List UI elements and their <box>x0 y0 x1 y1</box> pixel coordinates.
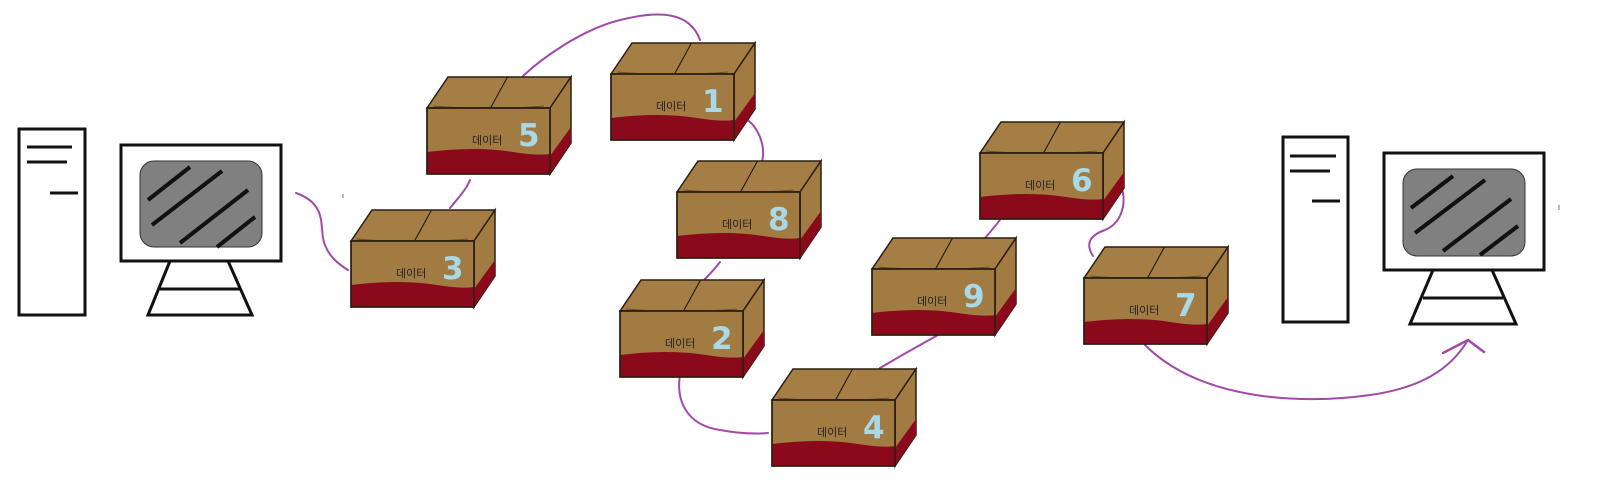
box-side-band <box>1103 172 1124 219</box>
route-segment-7-receiver <box>1144 339 1469 401</box>
packet-label: 데이터 <box>1129 304 1159 317</box>
tower-icon <box>1281 135 1350 324</box>
lid-seam <box>1146 246 1166 279</box>
stray-marks <box>342 194 1560 210</box>
packets-layer: 데이터 3 데이터 5 데이터 1 데이터 8 데이터 2 데이터 4 데이터 9 데이터 6 데이터 7 <box>349 40 1230 469</box>
lid-seam <box>834 368 854 401</box>
packet-number: 2 <box>711 321 733 357</box>
box-side-band <box>550 127 571 174</box>
route-segment-9-6 <box>984 216 1003 239</box>
packet-label: 데이터 <box>656 100 686 113</box>
packet-label: 데이터 <box>472 134 502 147</box>
packet-box-2: 데이터 2 <box>618 277 766 380</box>
box-front-outline <box>979 152 1104 220</box>
box-front-band <box>677 233 800 258</box>
box-side-band <box>474 260 495 307</box>
packet-number: 8 <box>768 202 790 238</box>
box-side-band <box>800 211 821 258</box>
box-front-outline <box>1083 277 1208 345</box>
box-front-outline <box>426 107 551 175</box>
tower-icon <box>17 127 87 317</box>
route-segment-1-8 <box>742 116 764 163</box>
box-side-band <box>995 288 1016 335</box>
route-segment-5-1 <box>522 13 701 77</box>
route-path <box>295 13 1486 435</box>
box-front-outline <box>619 310 744 378</box>
route-segment-4-9 <box>879 334 939 369</box>
lid-seam <box>673 42 693 75</box>
packet-label: 데이터 <box>917 295 947 308</box>
box-front-outline <box>871 268 996 336</box>
box-side-band <box>895 419 916 466</box>
box-front-band <box>620 352 743 377</box>
destination-computer <box>1281 135 1546 326</box>
route-segment-3-5 <box>449 179 471 209</box>
box-front-outline <box>610 73 735 141</box>
lid-seam <box>739 160 759 193</box>
packet-box-3: 데이터 3 <box>349 207 497 310</box>
packet-label: 데이터 <box>722 218 752 231</box>
box-front-band <box>772 441 895 466</box>
packet-number: 6 <box>1071 163 1093 199</box>
box-side-band <box>734 93 755 140</box>
lid-seam <box>489 76 509 109</box>
packet-number: 5 <box>518 118 540 154</box>
packet-box-5: 데이터 5 <box>425 74 573 177</box>
box-front-band <box>351 282 474 307</box>
arrowhead <box>1441 338 1486 355</box>
packet-box-8: 데이터 8 <box>675 158 823 261</box>
box-front-outline <box>771 399 896 467</box>
route-segment-sender-3 <box>295 192 349 271</box>
packet-box-6: 데이터 6 <box>978 119 1126 222</box>
packet-label: 데이터 <box>1025 179 1055 192</box>
packet-number: 9 <box>963 279 985 315</box>
packet-box-1: 데이터 1 <box>609 40 757 143</box>
packet-number: 7 <box>1175 288 1197 324</box>
box-side-band <box>743 330 764 377</box>
box-front-band <box>427 149 550 174</box>
packet-number: 1 <box>702 84 724 120</box>
route-segment-2-4 <box>678 374 769 435</box>
box-front-band <box>872 310 995 335</box>
box-front-outline <box>676 191 801 259</box>
packet-label: 데이터 <box>396 267 426 280</box>
packet-number: 3 <box>442 251 464 287</box>
packet-box-7: 데이터 7 <box>1082 244 1230 347</box>
box-front-band <box>611 115 734 140</box>
lid-seam <box>413 209 433 242</box>
monitor-icon <box>1382 151 1546 326</box>
source-computer <box>17 127 283 317</box>
box-front-band <box>980 194 1103 219</box>
monitor-icon <box>119 143 283 317</box>
packet-label: 데이터 <box>665 337 695 350</box>
box-front-outline <box>350 240 475 308</box>
lid-seam <box>682 279 702 312</box>
packet-label: 데이터 <box>817 426 847 439</box>
packet-box-9: 데이터 9 <box>870 235 1018 338</box>
box-side-band <box>1207 297 1228 344</box>
route-segment-8-2 <box>703 261 721 281</box>
route-segment-6-7 <box>1088 179 1125 257</box>
packet-number: 4 <box>863 410 885 446</box>
lid-seam <box>934 237 954 270</box>
box-front-band <box>1084 319 1207 344</box>
packet-box-4: 데이터 4 <box>770 366 918 469</box>
lid-seam <box>1042 121 1062 154</box>
